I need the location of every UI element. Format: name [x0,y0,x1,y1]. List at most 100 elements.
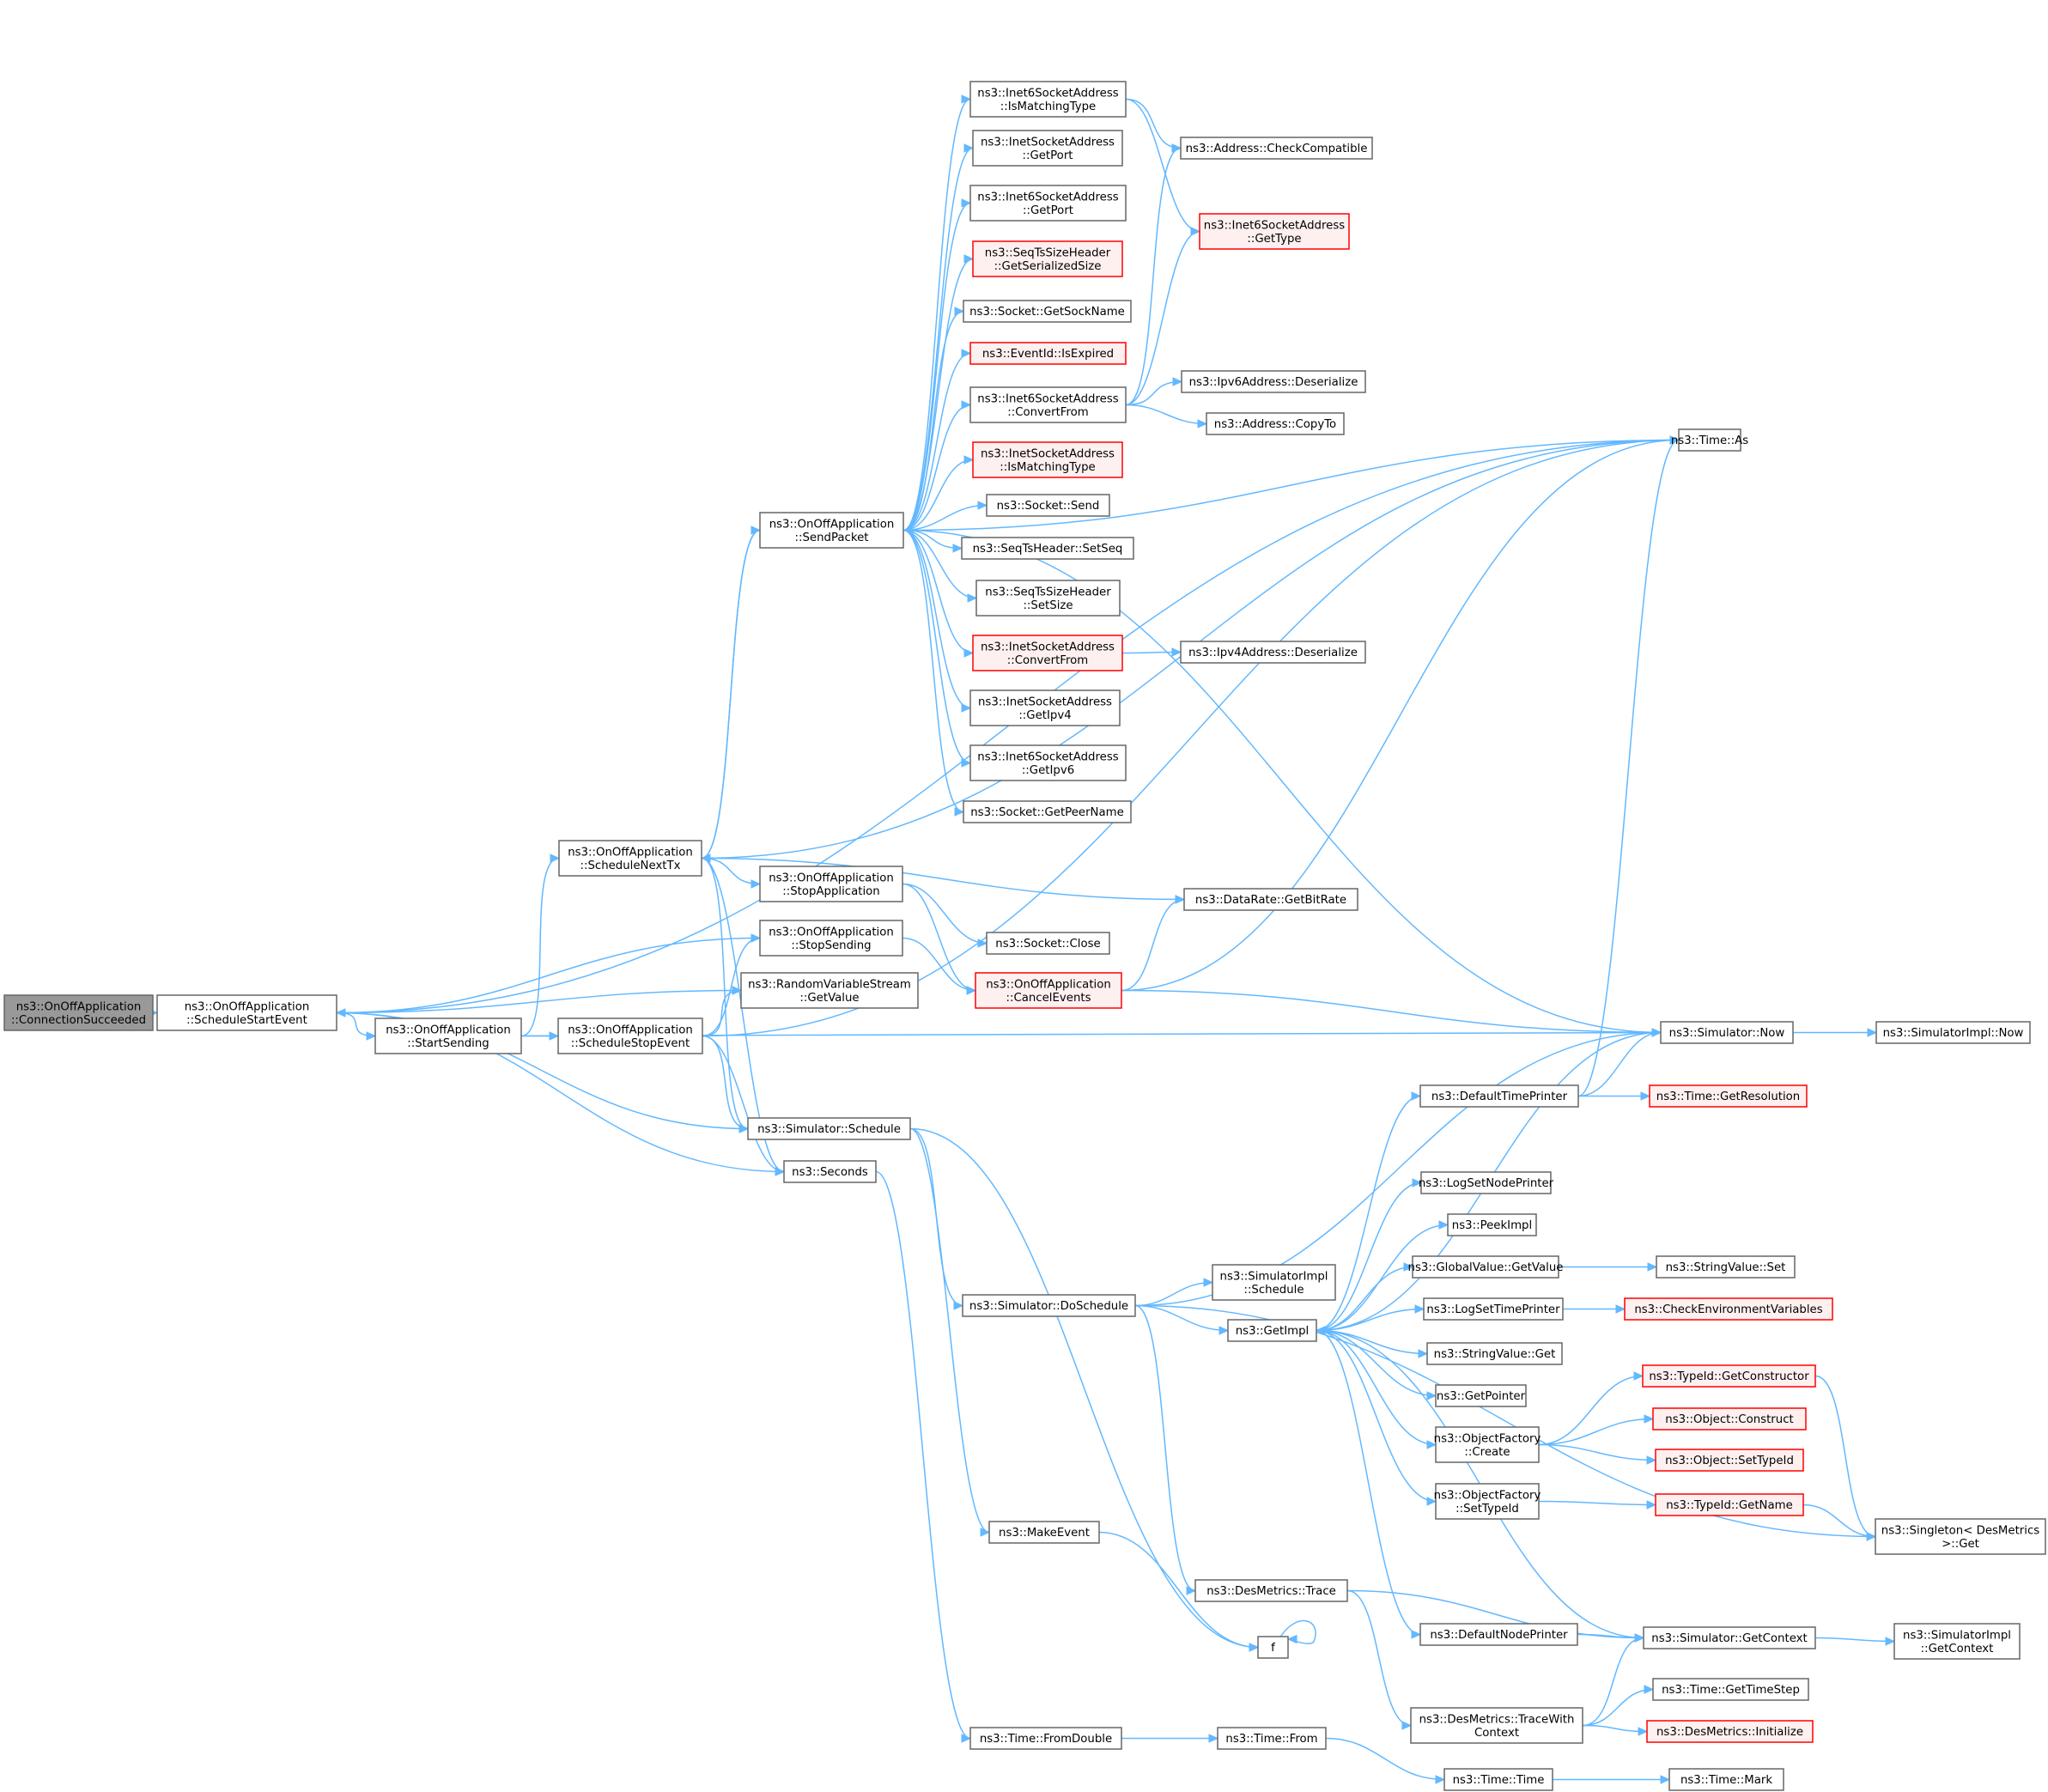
node-ns3-simulator-doschedule[interactable]: ns3::Simulator::DoSchedule [962,1294,1136,1317]
node-ns3-inetsocketaddress-getport[interactable]: ns3::InetSocketAddress::GetPort [972,130,1123,167]
node-ns3-object-construct[interactable]: ns3::Object::Construct [1652,1407,1807,1431]
node-ns3-randomvariablestream-getvalue[interactable]: ns3::RandomVariableStream::GetValue [740,972,919,1009]
node-ns3-simulator-schedule[interactable]: ns3::Simulator::Schedule [747,1117,911,1140]
edge-n44-n56 [902,198,972,532]
node-ns3-onoffapplication-startsending[interactable]: ns3::OnOffApplication::StartSending [374,1017,522,1054]
node-ns3-simulator-getcontext[interactable]: ns3::Simulator::GetContext [1643,1626,1816,1649]
edge-n66-n43 [1121,895,1186,992]
node-label: ns3::ObjectFactory [1434,1432,1541,1445]
node-ns3-stringvalue-set[interactable]: ns3::StringValue::Set [1656,1255,1796,1279]
node-ns3-object-settypeid[interactable]: ns3::Object::SetTypeId [1655,1449,1804,1472]
node-ns3-typeid-getconstructor[interactable]: ns3::TypeId::GetConstructor [1642,1364,1816,1388]
node-label: ns3::Ipv4Address::Deserialize [1188,647,1358,659]
node-ns3-inetsocketaddress-convertfrom[interactable]: ns3::InetSocketAddress::ConvertFrom [972,635,1123,671]
node-ns3-seconds[interactable]: ns3::Seconds [783,1160,877,1183]
node-ns3-typeid-getname[interactable]: ns3::TypeId::GetName [1655,1493,1804,1516]
node-label: ::ConvertFrom [1007,654,1088,667]
node-box [1180,137,1373,160]
node-ns3-inetsocketaddress-ismatchingtype[interactable]: ns3::InetSocketAddress::IsMatchingType [972,441,1123,478]
node-ns3-onoffapplication-schedulestartevent[interactable]: ns3::OnOffApplication::ScheduleStartEven… [156,994,337,1031]
node-ns3-time-fromdouble[interactable]: ns3::Time::FromDouble [969,1727,1122,1750]
node-ns3-time-mark[interactable]: ns3::Time::Mark [1668,1768,1784,1791]
node-ns3-getimpl[interactable]: ns3::GetImpl [1227,1319,1317,1342]
node-ns3-getpointer[interactable]: ns3::GetPointer [1435,1384,1527,1407]
edge-n45-n46 [1125,143,1182,406]
node-label: ns3::InetSocketAddress [981,136,1115,149]
node-ns3-simulatorimpl-schedule[interactable]: ns3::SimulatorImpl::Schedule [1212,1264,1336,1301]
node-ns3-objectfactory-create[interactable]: ns3::ObjectFactory::Create [1434,1426,1541,1463]
node-box [1646,1720,1814,1743]
node-ns3-desmetrics-initialize[interactable]: ns3::DesMetrics::Initialize [1646,1720,1814,1743]
node-box [1447,1213,1537,1236]
node-ns3-logsetnodeprinter[interactable]: ns3::LogSetNodePrinter [1419,1171,1554,1194]
node-ns3-makeevent[interactable]: ns3::MakeEvent [988,1521,1100,1544]
node-ns3-onoffapplication-stopsending[interactable]: ns3::OnOffApplication::StopSending [759,920,903,957]
node-label: ns3::Socket::Send [997,500,1100,513]
node-ns3-checkenvironmentvariables[interactable]: ns3::CheckEnvironmentVariables [1624,1297,1833,1321]
node-ns3-simulator-now[interactable]: ns3::Simulator::Now [1660,1021,1794,1044]
node-box [1435,1426,1540,1463]
node-box [740,972,919,1009]
node-label: ::GetContext [1921,1643,1994,1655]
node-ns3-inet6socketaddress-getipv6[interactable]: ns3::Inet6SocketAddress::GetIpv6 [969,744,1127,781]
node-label: ns3::Simulator::Schedule [757,1123,901,1136]
node-label: ns3::GetImpl [1236,1325,1309,1338]
node-ns3-socket-getsockname[interactable]: ns3::Socket::GetSockName [963,300,1132,323]
node-ns3-ipv6address-deserialize[interactable]: ns3::Ipv6Address::Deserialize [1181,370,1366,393]
node-ns3-inet6socketaddress-ismatchingtype[interactable]: ns3::Inet6SocketAddress::IsMatchingType [969,81,1127,118]
edge-line [1316,1329,1437,1446]
edge-line [902,529,963,550]
node-label: ::CancelEvents [1006,992,1091,1005]
node-ns3-onoffapplication-stopapplication[interactable]: ns3::OnOffApplication::StopApplication [759,866,903,902]
node-ns3-simulatorimpl-getcontext[interactable]: ns3::SimulatorImpl::GetContext [1893,1623,2021,1660]
node-label: ::IsMatchingType [1000,100,1096,113]
node-ns3-simulatorimpl-now[interactable]: ns3::SimulatorImpl::Now [1875,1021,2031,1044]
node-box [1420,1171,1552,1194]
node-f[interactable]: f [1257,1636,1289,1659]
node-ns3-onoffapplication-connectionsucceeded[interactable]: ns3::OnOffApplication::ConnectionSucceed… [3,994,154,1031]
node-ns3-inet6socketaddress-gettype[interactable]: ns3::Inet6SocketAddress::GetType [1199,213,1350,250]
node-label: ns3::Simulator::DoSchedule [969,1300,1128,1313]
node-ns3-stringvalue-get[interactable]: ns3::StringValue::Get [1426,1342,1563,1365]
node-box [1423,1297,1564,1321]
node-box [986,494,1110,517]
node-ns3-time-time[interactable]: ns3::Time::Time [1443,1768,1553,1791]
edge-arrowhead [1203,1278,1214,1287]
node-ns3-singleton-desmetrics-get[interactable]: ns3::Singleton< DesMetrics>::Get [1875,1518,2046,1555]
node-ns3-seqtsheader-setseq[interactable]: ns3::SeqTsHeader::SetSeq [961,537,1134,560]
node-ns3-seqtssizeheader-setsize[interactable]: ns3::SeqTsSizeHeader::SetSize [975,580,1121,617]
node-ns3-seqtssizeheader-getserializedsize[interactable]: ns3::SeqTsSizeHeader::GetSerializedSize [972,240,1123,277]
node-ns3-address-checkcompatible[interactable]: ns3::Address::CheckCompatible [1180,137,1373,160]
node-ns3-defaulttimeprinter[interactable]: ns3::DefaultTimePrinter [1419,1084,1579,1108]
node-ns3-peekimpl[interactable]: ns3::PeekImpl [1447,1213,1537,1236]
node-ns3-onoffapplication-cancelevents[interactable]: ns3::OnOffApplication::CancelEvents [975,972,1122,1009]
node-ns3-socket-getpeername[interactable]: ns3::Socket::GetPeerName [963,800,1132,823]
node-ns3-inet6socketaddress-convertfrom[interactable]: ns3::Inet6SocketAddress::ConvertFrom [969,386,1127,423]
node-ns3-desmetrics-trace[interactable]: ns3::DesMetrics::Trace [1194,1579,1348,1602]
node-ns3-inetsocketaddress-getipv4[interactable]: ns3::InetSocketAddress::GetIpv4 [969,689,1121,726]
node-ns3-objectfactory-settypeid[interactable]: ns3::ObjectFactory::SetTypeId [1434,1483,1541,1520]
node-ns3-eventid-isexpired[interactable]: ns3::EventId::IsExpired [969,342,1127,365]
node-ns3-socket-send[interactable]: ns3::Socket::Send [986,494,1110,517]
node-ns3-onoffapplication-schedulestopevent[interactable]: ns3::OnOffApplication::ScheduleStopEvent [557,1017,703,1054]
node-ns3-onoffapplication-sendpacket[interactable]: ns3::OnOffApplication::SendPacket [759,512,904,549]
node-ns3-socket-close[interactable]: ns3::Socket::Close [986,932,1110,955]
node-ns3-ipv4address-deserialize[interactable]: ns3::Ipv4Address::Deserialize [1180,641,1366,664]
node-ns3-time-as[interactable]: ns3::Time::As [1671,428,1748,452]
node-ns3-datarate-getbitrate[interactable]: ns3::DataRate::GetBitRate [1183,888,1358,911]
node-ns3-inet6socketaddress-getport[interactable]: ns3::Inet6SocketAddress::GetPort [969,185,1127,222]
node-ns3-onoffapplication-schedulenexttx[interactable]: ns3::OnOffApplication::ScheduleNextTx [558,840,702,877]
node-ns3-time-getresolution[interactable]: ns3::Time::GetResolution [1649,1084,1808,1108]
edge-line [902,529,1662,1034]
node-ns3-defaultnodeprinter[interactable]: ns3::DefaultNodePrinter [1419,1623,1578,1646]
node-box [972,635,1123,671]
node-ns3-time-from[interactable]: ns3::Time::From [1217,1727,1327,1750]
node-ns3-time-gettimestep[interactable]: ns3::Time::GetTimeStep [1652,1678,1809,1701]
node-ns3-logsettimeprinter[interactable]: ns3::LogSetTimePrinter [1423,1297,1564,1321]
node-label: ns3::StringValue::Get [1434,1348,1556,1361]
edge-line [909,1127,1259,1649]
node-ns3-address-copyto[interactable]: ns3::Address::CopyTo [1206,412,1345,435]
edge-arrowhead [953,1301,964,1310]
node-ns3-globalvalue-getvalue[interactable]: ns3::GlobalValue::GetValue [1408,1255,1564,1279]
